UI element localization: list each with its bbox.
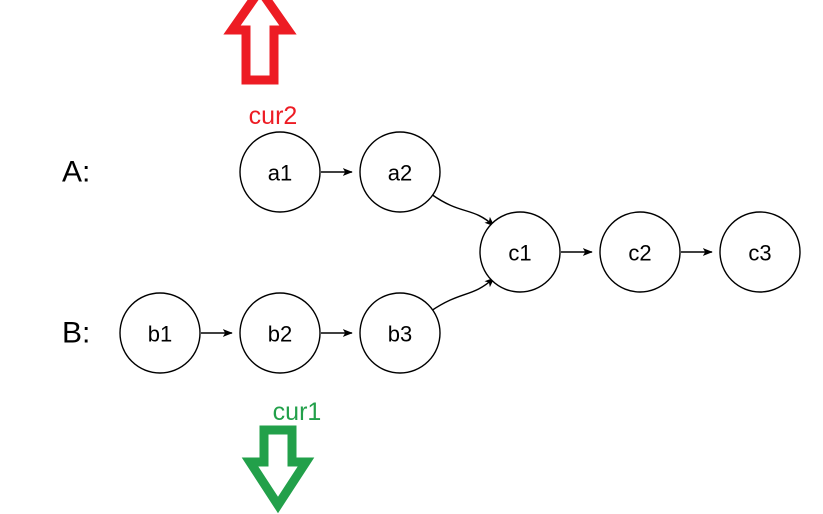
pointer-cur2[interactable]: cur2 bbox=[223, 0, 298, 130]
node-label-c2: c2 bbox=[628, 241, 651, 266]
node-c3[interactable]: c3 bbox=[719, 211, 801, 293]
node-circle-c2[interactable] bbox=[599, 211, 681, 293]
branch-label-b: B: bbox=[62, 317, 90, 350]
node-circle-b1[interactable] bbox=[119, 292, 201, 374]
pointer-cur1[interactable]: cur1 bbox=[241, 398, 322, 514]
edge-group bbox=[201, 168, 713, 337]
node-circle-a1[interactable] bbox=[239, 131, 321, 213]
node-label-c1: c1 bbox=[508, 241, 531, 266]
node-b1[interactable]: b1 bbox=[119, 292, 201, 374]
cur2-up-arrow-icon[interactable] bbox=[223, 0, 297, 85]
node-label-b1: b1 bbox=[148, 322, 172, 347]
node-circle-a2[interactable] bbox=[359, 131, 441, 213]
cur1-label: cur1 bbox=[273, 398, 322, 426]
node-group: a1 a2 b1 b2 b3 c1 bbox=[119, 131, 801, 374]
node-circle-b2[interactable] bbox=[239, 292, 321, 374]
node-label-a1: a1 bbox=[268, 161, 292, 186]
cur1-down-arrow-icon[interactable] bbox=[241, 425, 315, 514]
node-c2[interactable]: c2 bbox=[599, 211, 681, 293]
cur2-label: cur2 bbox=[249, 102, 298, 130]
node-label-b3: b3 bbox=[388, 322, 412, 347]
node-a1[interactable]: a1 bbox=[239, 131, 321, 213]
node-circle-c3[interactable] bbox=[719, 211, 801, 293]
edge-a2-c1 bbox=[430, 193, 495, 227]
node-label-c3: c3 bbox=[748, 241, 771, 266]
node-label-b2: b2 bbox=[268, 322, 292, 347]
node-b2[interactable]: b2 bbox=[239, 292, 321, 374]
edge-b3-c1 bbox=[430, 277, 495, 312]
node-c1[interactable]: c1 bbox=[479, 211, 561, 293]
node-circle-c1[interactable] bbox=[479, 211, 561, 293]
node-b3[interactable]: b3 bbox=[359, 292, 441, 374]
branch-label-group: A: B: bbox=[62, 156, 90, 350]
node-a2[interactable]: a2 bbox=[359, 131, 441, 213]
node-label-a2: a2 bbox=[388, 161, 412, 186]
branch-label-a: A: bbox=[62, 156, 90, 189]
node-circle-b3[interactable] bbox=[359, 292, 441, 374]
